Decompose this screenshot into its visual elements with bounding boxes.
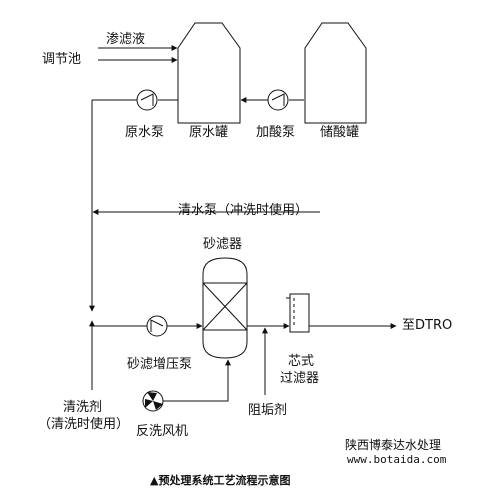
acid-storage-tank (304, 22, 367, 124)
acid-storage-tank-label: 储酸罐 (320, 125, 360, 140)
cartridge-filter-label-2: 过滤器 (280, 371, 320, 386)
raw-water-pump-icon (136, 89, 158, 111)
acid-pump-label: 加酸泵 (256, 125, 296, 140)
diagram-caption: ▲预处理系统工艺流程示意图 (150, 474, 291, 487)
cleaning-agent-label: 清洗剂 (63, 400, 103, 415)
to-dtro-label: 至DTRO (402, 318, 453, 333)
raw-water-pump-label: 原水泵 (125, 125, 165, 140)
scale-inhibitor-label: 阻垢剂 (248, 403, 288, 418)
cartridge-filter (289, 293, 310, 333)
acid-pump-icon (267, 89, 289, 111)
watermark-url: www.botaida.com (347, 453, 447, 466)
sand-filter-media (202, 282, 248, 331)
blower-line (163, 359, 231, 402)
backwash-blower-label: 反洗风机 (136, 424, 189, 439)
booster-pump-label: 砂滤增压泵 (127, 357, 193, 372)
cleaning-agent-note: （清洗时使用） (38, 417, 130, 432)
clean-water-pump-label: 清水泵（冲洗时使用） (178, 203, 309, 218)
watermark-company: 陕西博泰达水处理 (345, 438, 442, 452)
cartridge-filter-label-1: 芯式 (288, 354, 315, 369)
raw-water-tank (177, 22, 241, 124)
raw-water-tank-label: 原水罐 (189, 125, 229, 140)
leachate-label: 渗滤液 (106, 32, 146, 47)
sand-filter-label: 砂滤器 (203, 237, 243, 252)
regulating-pool-label: 调节池 (42, 52, 82, 67)
sand-filter-vessel (202, 257, 248, 359)
booster-pump-icon (146, 315, 168, 337)
